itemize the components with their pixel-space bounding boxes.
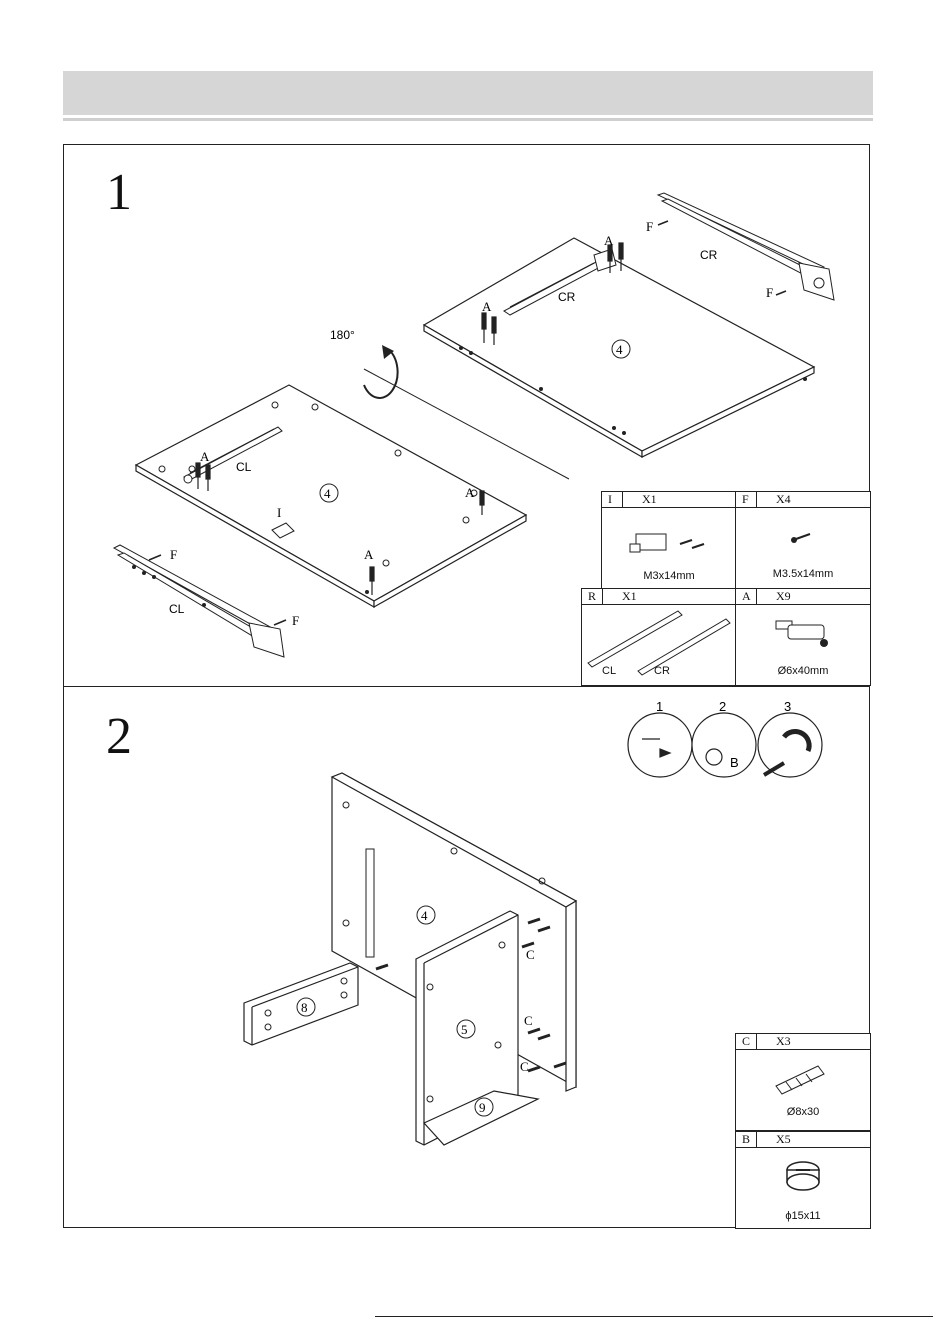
parts-b-qty: X5 bbox=[776, 1132, 791, 1147]
f-label-2: F bbox=[766, 285, 773, 300]
f-label-3: F bbox=[170, 547, 177, 562]
dowel-bolt-icon bbox=[736, 605, 870, 665]
parts-box-f: F X4 M3.5x14mm bbox=[735, 491, 871, 589]
i-label: I bbox=[277, 505, 281, 520]
parts-f-qty: X4 bbox=[776, 492, 791, 507]
parts-b-letter: B bbox=[742, 1132, 750, 1147]
parts-i-qty: X1 bbox=[642, 492, 657, 507]
parts-r-letter: R bbox=[588, 589, 596, 604]
parts-a-qty: X9 bbox=[776, 589, 791, 604]
upper-panel-number: 4 bbox=[616, 342, 623, 357]
parts-r-cr: CR bbox=[654, 665, 670, 677]
parts-c-size: Ø8x30 bbox=[736, 1106, 870, 1118]
parts-r-qty: X1 bbox=[622, 589, 637, 604]
panel-5-number: 5 bbox=[461, 1022, 468, 1037]
parts-i-letter: I bbox=[608, 492, 612, 507]
a-label-1: A bbox=[604, 233, 614, 248]
inset-b-label: B bbox=[730, 755, 739, 770]
header-bar bbox=[63, 71, 873, 115]
parts-a-letter: A bbox=[742, 589, 751, 604]
c-label-2: C bbox=[524, 1013, 533, 1028]
parts-box-c: C X3 Ø8x30 bbox=[735, 1033, 871, 1131]
header-rule bbox=[63, 118, 873, 121]
parts-f-letter: F bbox=[742, 492, 749, 507]
inset-step-2: 2 bbox=[719, 699, 726, 714]
wood-dowel-icon bbox=[736, 1050, 870, 1110]
a-label-2: A bbox=[482, 299, 492, 314]
inset-step-1: 1 bbox=[656, 699, 663, 714]
a-label-5: A bbox=[364, 547, 374, 562]
lower-panel-number: 4 bbox=[324, 486, 331, 501]
parts-a-size: Ø6x40mm bbox=[736, 665, 870, 677]
parts-f-size: M3.5x14mm bbox=[736, 568, 870, 580]
f-label-4: F bbox=[292, 613, 299, 628]
c-label-1: C bbox=[526, 947, 535, 962]
bottom-rule bbox=[375, 1316, 933, 1317]
parts-c-letter: C bbox=[742, 1034, 750, 1049]
screw-icon bbox=[736, 508, 870, 568]
parts-c-qty: X3 bbox=[776, 1034, 791, 1049]
a-label-4: A bbox=[465, 485, 475, 500]
parts-r-cl: CL bbox=[602, 665, 616, 677]
f-label-1: F bbox=[646, 219, 653, 234]
upper-cr-label: CR bbox=[558, 290, 576, 304]
lower-cl-label: CL bbox=[236, 460, 252, 474]
magnet-catch-icon bbox=[602, 508, 736, 568]
panel-9-number: 9 bbox=[479, 1100, 486, 1115]
panel-8-number: 8 bbox=[301, 1000, 308, 1015]
step-1-panel: 1 bbox=[63, 144, 870, 687]
parts-box-i: I X1 M3x14mm bbox=[601, 491, 737, 589]
step-2-panel: 2 1 2 3 B bbox=[63, 686, 870, 1228]
parts-b-size: ϕ15x11 bbox=[736, 1210, 870, 1222]
inset-step-3: 3 bbox=[784, 699, 791, 714]
c-label-3: C bbox=[520, 1059, 529, 1074]
parts-i-size: M3x14mm bbox=[602, 570, 736, 582]
rotation-label: 180° bbox=[330, 328, 355, 342]
upper-cr-loose-label: CR bbox=[700, 248, 718, 262]
panel-4-number: 4 bbox=[421, 908, 428, 923]
loose-cl-label: CL bbox=[169, 602, 185, 616]
parts-box-b: B X5 ϕ15x11 bbox=[735, 1131, 871, 1229]
parts-box-a: A X9 Ø6x40mm bbox=[735, 588, 871, 686]
cam-lock-icon bbox=[736, 1148, 870, 1208]
parts-box-r: R X1 CL CR bbox=[581, 588, 737, 686]
a-label-3: A bbox=[200, 449, 210, 464]
